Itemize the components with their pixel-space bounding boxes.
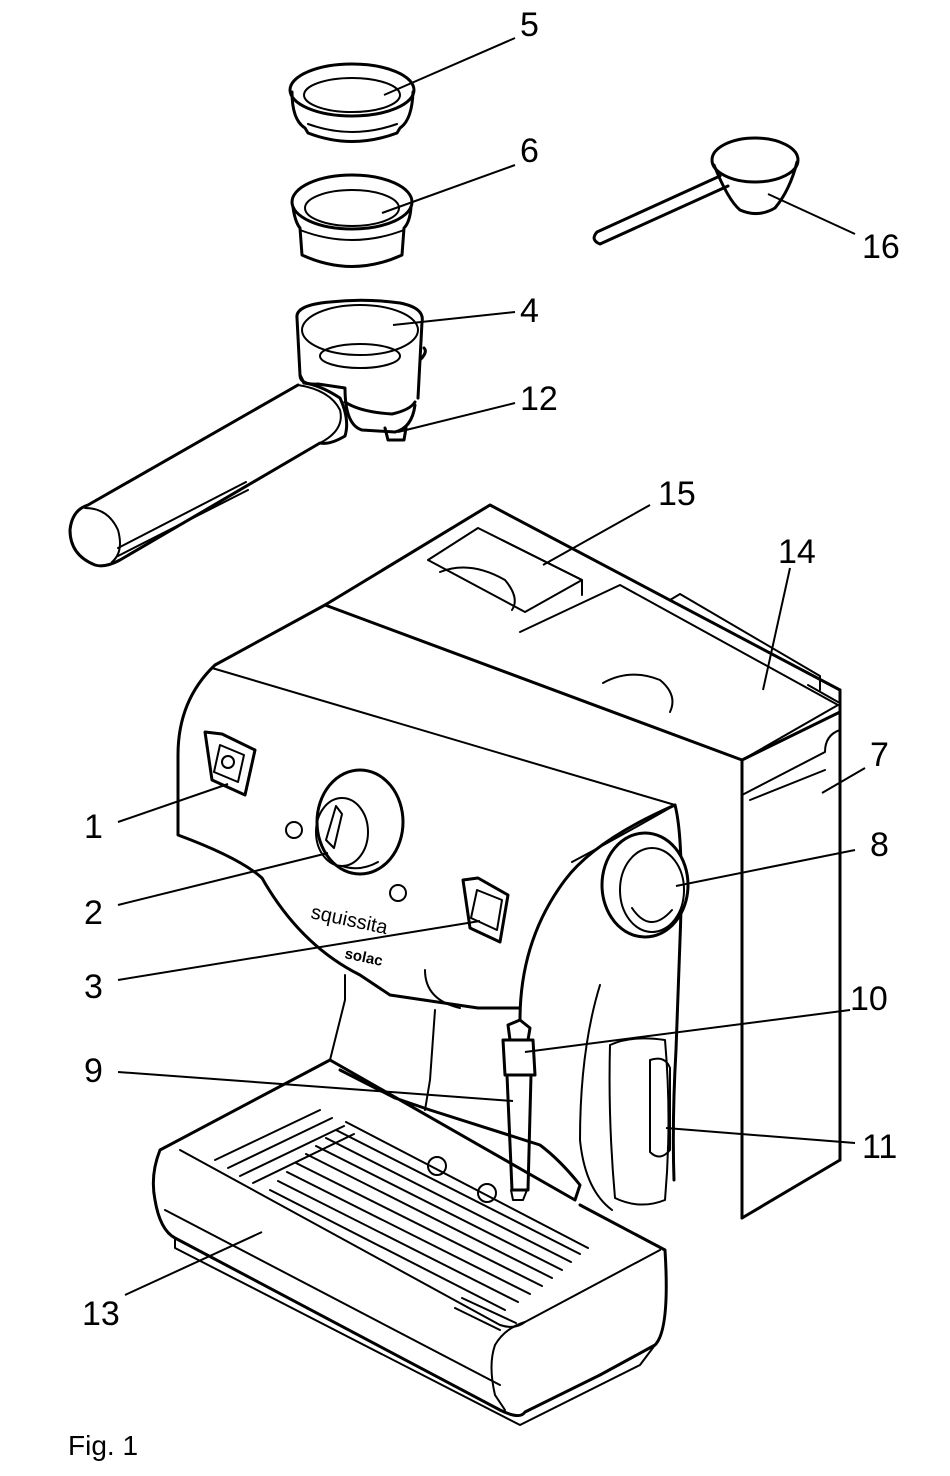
figure-caption: Fig. 1 bbox=[68, 1430, 138, 1462]
machine-body: squissita solac bbox=[153, 505, 840, 1425]
callout-10: 10 bbox=[850, 980, 888, 1018]
callout-13: 13 bbox=[82, 1295, 120, 1333]
callout-7: 7 bbox=[870, 736, 889, 774]
callout-1: 1 bbox=[84, 808, 103, 846]
callout-8: 8 bbox=[870, 826, 889, 864]
measuring-spoon bbox=[594, 138, 798, 244]
callout-12: 12 bbox=[520, 380, 558, 418]
callout-16: 16 bbox=[862, 228, 900, 266]
brand-model: squissita bbox=[309, 901, 391, 939]
callout-11: 11 bbox=[862, 1128, 897, 1166]
callout-5: 5 bbox=[520, 6, 539, 44]
callout-9: 9 bbox=[84, 1052, 103, 1090]
callout-2: 2 bbox=[84, 894, 103, 932]
filter-double-shot bbox=[292, 175, 412, 267]
filter-single-shot bbox=[290, 64, 414, 142]
callout-3: 3 bbox=[84, 968, 103, 1006]
callout-4: 4 bbox=[520, 292, 539, 330]
brand-maker: solac bbox=[343, 945, 384, 970]
filter-holder bbox=[70, 300, 425, 566]
callout-15: 15 bbox=[658, 475, 696, 513]
callout-14: 14 bbox=[778, 533, 816, 571]
callout-6: 6 bbox=[520, 132, 539, 170]
